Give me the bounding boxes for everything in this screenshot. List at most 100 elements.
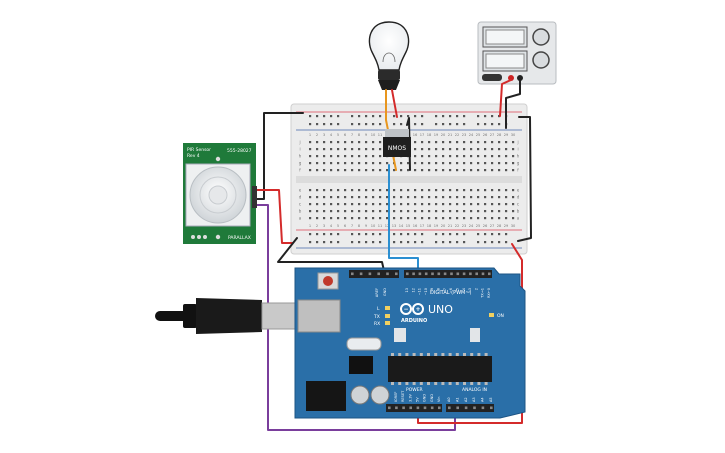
column-number: 1 xyxy=(309,133,311,137)
l-led xyxy=(385,306,390,310)
digital-pin-label: ~6 xyxy=(449,288,453,293)
column-number: 18 xyxy=(427,133,432,137)
positive-terminal xyxy=(508,75,514,81)
row-letter: j xyxy=(516,140,518,145)
power-pin-label: RESET xyxy=(401,390,405,402)
row-letter: h xyxy=(517,154,520,159)
row-letter: i xyxy=(299,147,300,152)
analog-pin-label: A3 xyxy=(472,397,476,402)
column-number: 16 xyxy=(413,224,418,228)
column-number: 19 xyxy=(434,133,439,137)
chip-legs xyxy=(391,353,488,385)
column-number: 16 xyxy=(413,133,418,137)
row-letter: a xyxy=(299,216,302,221)
reset-button-cap[interactable] xyxy=(323,276,333,286)
column-number: 27 xyxy=(490,224,495,228)
header-pins xyxy=(351,272,493,410)
breadboard[interactable]: 1122334455667788991010111112121313141415… xyxy=(290,103,528,255)
power-pin-label: IOREF xyxy=(394,392,398,402)
l-label: L xyxy=(377,306,380,312)
power-pin-label: GND xyxy=(430,394,434,402)
column-number: 11 xyxy=(378,224,383,228)
row-letter: g xyxy=(299,161,302,166)
digital-pin-label: 12 xyxy=(411,288,415,292)
digital-pin-label: ~5 xyxy=(455,288,459,293)
column-number: 28 xyxy=(497,133,502,137)
column-number: 2 xyxy=(316,224,318,228)
column-number: 22 xyxy=(455,224,460,228)
column-number: 10 xyxy=(371,224,376,228)
wire-black-right xyxy=(517,116,532,242)
column-number: 21 xyxy=(448,224,453,228)
voltage-knob[interactable] xyxy=(532,28,550,46)
wire-black-left-top xyxy=(255,112,304,200)
pir-part-number: 555-28027 xyxy=(227,148,252,154)
tx-label: TX xyxy=(373,314,380,320)
column-number: 11 xyxy=(378,133,383,137)
column-number: 14 xyxy=(399,224,404,228)
column-number: 17 xyxy=(420,224,425,228)
svg-text:−: − xyxy=(403,306,408,313)
wire-black-ps xyxy=(505,79,521,129)
analog-pin-label: A0 xyxy=(447,397,451,402)
wire-blue xyxy=(388,164,419,276)
column-number: 2 xyxy=(316,133,318,137)
row-letter: f xyxy=(517,168,519,173)
column-number: 21 xyxy=(448,133,453,137)
analog-pin-label: A5 xyxy=(489,397,493,402)
aref-label: AREF xyxy=(375,288,379,297)
arduino-uno[interactable]: L TX RX ON − + UNO ARDUINO DIGITAL (PWM~… xyxy=(294,267,526,419)
arduino-logo: − + xyxy=(400,303,424,315)
row-letter: j xyxy=(298,140,300,145)
digital-pin-label: 8 xyxy=(437,288,441,290)
analog-label: ANALOG IN xyxy=(462,387,487,393)
digital-pin-label: RX←0 xyxy=(487,288,491,298)
column-number: 7 xyxy=(351,224,353,228)
row-letter: e xyxy=(299,188,302,193)
power-supply[interactable] xyxy=(477,21,557,85)
column-number: 24 xyxy=(469,133,474,137)
column-number: 4 xyxy=(330,133,333,137)
column-number: 26 xyxy=(483,133,488,137)
atmega-chip xyxy=(388,356,492,382)
column-number: 27 xyxy=(490,133,495,137)
row-letter: d xyxy=(517,195,520,200)
column-number: 12 xyxy=(385,224,390,228)
column-number: 8 xyxy=(358,133,361,137)
power-label: POWER xyxy=(406,387,423,393)
digital-pin-label: 2 xyxy=(474,288,478,290)
row-letter: b xyxy=(299,209,302,214)
digital-pin-label: 13 xyxy=(405,288,409,292)
pir-sensor[interactable]: PIR Sensor Rev 4 555-28027 PARALLAX xyxy=(183,143,257,244)
wire-red-bulb xyxy=(391,89,398,118)
column-number: 22 xyxy=(455,133,460,137)
row-letter: h xyxy=(299,154,302,159)
power-pin-label: GND xyxy=(423,394,427,402)
digital-pin-label: ~11 xyxy=(418,288,422,295)
row-letter: c xyxy=(517,202,519,207)
row-letter: a xyxy=(517,216,520,221)
power-pin-label: Vin xyxy=(437,396,441,402)
column-number: 30 xyxy=(511,224,516,228)
gnd-label: GND xyxy=(383,288,387,296)
digital-pin-label: 4 xyxy=(462,287,466,290)
light-bulb[interactable] xyxy=(368,21,410,90)
column-number: 6 xyxy=(344,133,347,137)
column-number: 25 xyxy=(476,133,481,137)
current-knob[interactable] xyxy=(532,51,550,69)
column-number: 18 xyxy=(427,224,432,228)
digital-pin-label: ~10 xyxy=(424,288,428,295)
breadboard-holes xyxy=(309,115,515,244)
row-letter: b xyxy=(517,209,520,214)
row-letter: d xyxy=(299,195,302,200)
nmos-transistor[interactable]: NMOS xyxy=(383,129,411,157)
column-number: 19 xyxy=(434,224,439,228)
tx-led xyxy=(385,314,390,318)
column-number: 6 xyxy=(344,224,347,228)
column-number: 7 xyxy=(351,133,353,137)
pir-title: PIR Sensor xyxy=(187,147,211,153)
power-switch[interactable] xyxy=(482,74,502,81)
negative-terminal xyxy=(517,75,523,81)
